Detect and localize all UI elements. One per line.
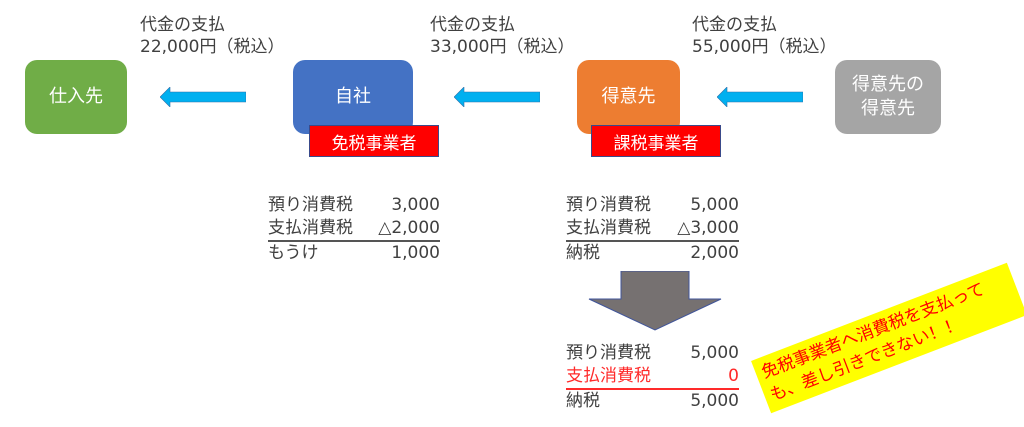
taxable-tag: 課税事業者 bbox=[591, 125, 721, 157]
warning-note: 免税事業者へ消費税を支払っても、差し引きできない！！ bbox=[751, 262, 1024, 414]
self-company-box: 自社 bbox=[293, 60, 413, 134]
customer-of-customer-box: 得意先の 得意先 bbox=[835, 60, 941, 134]
left-arrow-icon bbox=[160, 87, 246, 107]
left-arrow-icon bbox=[454, 87, 540, 107]
supplier-box: 仕入先 bbox=[25, 60, 127, 134]
tax-exempt-tag: 免税事業者 bbox=[309, 125, 439, 157]
customer-of-customer-label: 得意先の 得意先 bbox=[852, 74, 924, 119]
supplier-label: 仕入先 bbox=[49, 86, 103, 107]
left-arrow-icon bbox=[717, 87, 803, 107]
down-arrow-icon bbox=[588, 271, 722, 331]
self-company-label: 自社 bbox=[335, 86, 371, 107]
customer-box: 得意先 bbox=[577, 60, 680, 134]
customer-label: 得意先 bbox=[601, 86, 656, 107]
